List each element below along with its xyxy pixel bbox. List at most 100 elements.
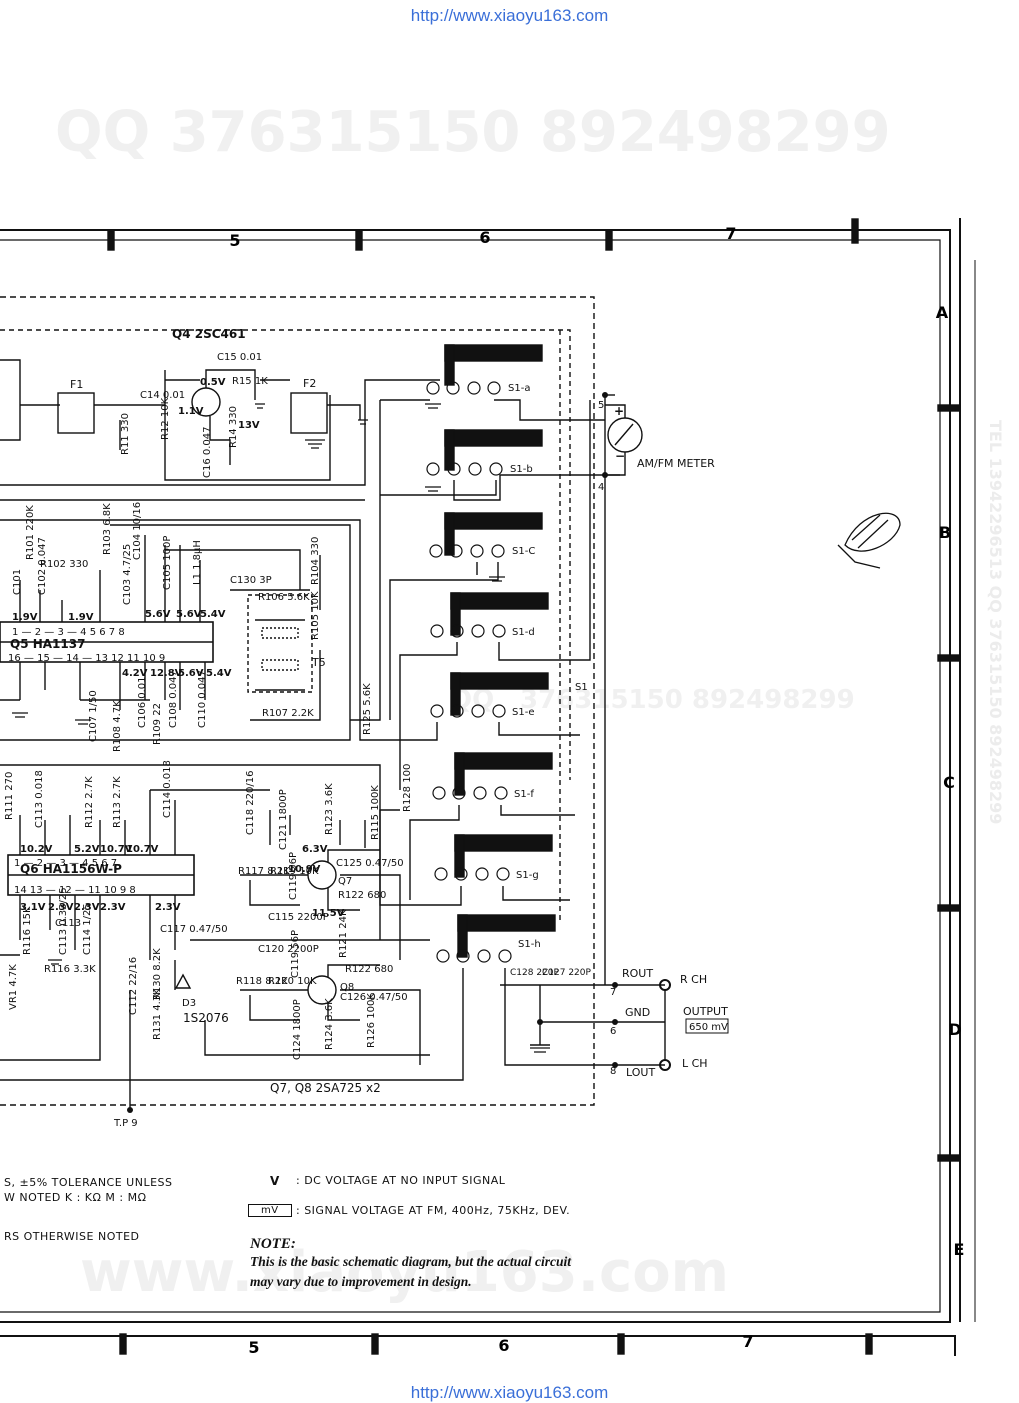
label-c125: C125 0.47/50 bbox=[336, 858, 404, 869]
label-r119: R119 10K bbox=[270, 866, 319, 877]
label-c128: C128 220P bbox=[510, 968, 560, 978]
label-c112: C112 22/16 bbox=[128, 957, 139, 1015]
legend-v-symbol: V bbox=[270, 1174, 280, 1188]
label-v54: 5.4V bbox=[200, 609, 226, 620]
label-rch: R CH bbox=[680, 973, 707, 986]
label-r117: R117 8.2K bbox=[238, 866, 290, 877]
label-r122b: R122 680 bbox=[345, 964, 393, 975]
label-d3: D3 bbox=[182, 998, 196, 1009]
grid-column-label-bottom: 7 bbox=[742, 1332, 753, 1351]
label-v128: 12.8V bbox=[150, 668, 183, 679]
label-v115: 11.5V bbox=[312, 908, 345, 919]
label-c103: C103 4.7/25 bbox=[122, 544, 133, 605]
label-f1: F1 bbox=[70, 378, 83, 391]
label-c115: C115 2200P bbox=[268, 912, 329, 923]
label-meter: AM/FM METER bbox=[637, 457, 715, 470]
watermark-qq-middle: 376315150 892498299 bbox=[520, 685, 855, 715]
label-c113b: C113 bbox=[55, 918, 81, 929]
label-q7: Q7 bbox=[338, 876, 352, 887]
label-terminal-8: 8 bbox=[610, 1066, 616, 1077]
label-d3-part: 1S2076 bbox=[183, 1011, 229, 1025]
grid-row-label: E bbox=[954, 1240, 965, 1259]
source-url-bottom[interactable]: http://www.xiaoyu163.com bbox=[410, 1383, 609, 1402]
label-c106: C106 0.01 bbox=[137, 676, 148, 728]
label-c110: C110 0.047 bbox=[197, 670, 208, 728]
label-q78: Q7, Q8 2SA725 x2 bbox=[270, 1081, 381, 1095]
label-c113: C113 0.018 bbox=[34, 770, 45, 828]
label-v56c: 5.6V bbox=[178, 668, 204, 679]
label-r128: R128 100 bbox=[402, 764, 413, 812]
label-s1g: S1-g bbox=[516, 870, 539, 881]
label-q5-pins-top: 1 — 2 — 3 — 4 5 6 7 8 bbox=[12, 627, 125, 638]
label-rout: ROUT bbox=[622, 967, 653, 980]
label-v102: 10.2V bbox=[20, 844, 53, 855]
label-v109: 10.9V bbox=[288, 864, 321, 875]
label-terminal-7: 7 bbox=[610, 987, 616, 998]
label-tp9: T.P 9 bbox=[113, 1118, 138, 1129]
label-c16: C16 0.047 bbox=[202, 426, 213, 478]
label-v42: 4.2V bbox=[122, 668, 148, 679]
label-v56b: 5.6V bbox=[176, 609, 202, 620]
note-others: RS OTHERWISE NOTED bbox=[4, 1230, 140, 1243]
watermark-qq-top: QQ 376315150 892498299 bbox=[55, 100, 891, 165]
grid-column-label: 5 bbox=[229, 231, 240, 250]
label-v23a: 2.3V bbox=[48, 902, 74, 913]
label-v23c: 2.3V bbox=[100, 902, 126, 913]
label-v31: 3.1V bbox=[20, 902, 46, 913]
label-c114: C114 0.018 bbox=[162, 760, 173, 818]
label-r11: R11 330 bbox=[120, 413, 131, 455]
label-c119b: C119 56P bbox=[290, 930, 301, 978]
label-q8: Q8 bbox=[340, 982, 354, 993]
watermark-www-bottom: www.xiaoyu163.com bbox=[80, 1240, 730, 1305]
label-r124: R124 3.6K bbox=[324, 998, 335, 1050]
label-s1d: S1-d bbox=[512, 627, 535, 638]
note-line-1: This is the basic schematic diagram, but… bbox=[250, 1254, 572, 1269]
label-lch: L CH bbox=[682, 1057, 708, 1070]
label-c102: C102 0.047 bbox=[37, 537, 48, 595]
label-v11: 1.1V bbox=[178, 406, 204, 417]
source-url-top[interactable]: http://www.xiaoyu163.com bbox=[410, 6, 609, 25]
label-r105: R105 10K bbox=[310, 591, 321, 640]
label-c117: C117 0.47/50 bbox=[160, 924, 228, 935]
label-output: OUTPUT bbox=[683, 1005, 728, 1018]
label-r112: R112 2.7K bbox=[84, 776, 95, 828]
legend-v-desc: : DC VOLTAGE AT NO INPUT SIGNAL bbox=[296, 1174, 506, 1187]
note-tolerance-2: W NOTED K : KΩ M : MΩ bbox=[4, 1191, 147, 1204]
label-v19a: 1.9V bbox=[12, 612, 38, 623]
label-v107a: 10.7V bbox=[100, 844, 133, 855]
label-r108: R108 4.7K bbox=[112, 700, 123, 752]
grid-row-label: B bbox=[939, 523, 951, 542]
label-r131: R131 4.3K bbox=[152, 988, 163, 1040]
note-title: NOTE: bbox=[250, 1236, 296, 1252]
label-q5: Q5 HA1137 bbox=[10, 637, 85, 651]
label-c113c: C113 0.33/25 bbox=[58, 887, 69, 955]
label-c130: C130 3P bbox=[230, 575, 272, 586]
grid-column-label-bottom: 6 bbox=[498, 1336, 509, 1355]
grid-column-label: 7 bbox=[725, 224, 736, 243]
label-f2: F2 bbox=[303, 377, 316, 390]
label-s1: S1 bbox=[575, 682, 588, 693]
label-terminal-4: 4 bbox=[598, 482, 604, 493]
grid-row-label: A bbox=[936, 303, 949, 322]
legend-mv-symbol: mV bbox=[248, 1204, 292, 1217]
label-c101: C101 bbox=[12, 569, 23, 595]
label-meter-plus: + bbox=[614, 404, 624, 418]
label-meter-minus: − bbox=[615, 449, 625, 463]
label-c104: C104 10/16 bbox=[132, 502, 143, 560]
grid-row-label: D bbox=[948, 1020, 961, 1039]
label-q6-pins-bottom: 14 13 — 12 — 11 10 9 8 bbox=[14, 885, 136, 896]
label-r12: R12 10K bbox=[160, 397, 171, 440]
label-gnd: GND bbox=[625, 1006, 650, 1019]
label-c124: C124 1800P bbox=[292, 999, 303, 1060]
label-r122: R122 680 bbox=[338, 890, 386, 901]
label-v05: 0.5V bbox=[200, 377, 226, 388]
label-r106: R106 5.6K bbox=[258, 592, 310, 603]
label-v63: 6.3V bbox=[302, 844, 328, 855]
label-output-level: 650 mV bbox=[689, 1022, 728, 1033]
label-v13: 13V bbox=[238, 420, 260, 431]
label-q6: Q6 HA1156W-P bbox=[20, 862, 122, 876]
label-r125: R125 5.6K bbox=[362, 683, 373, 735]
grid-column-label-bottom: 5 bbox=[248, 1338, 259, 1357]
